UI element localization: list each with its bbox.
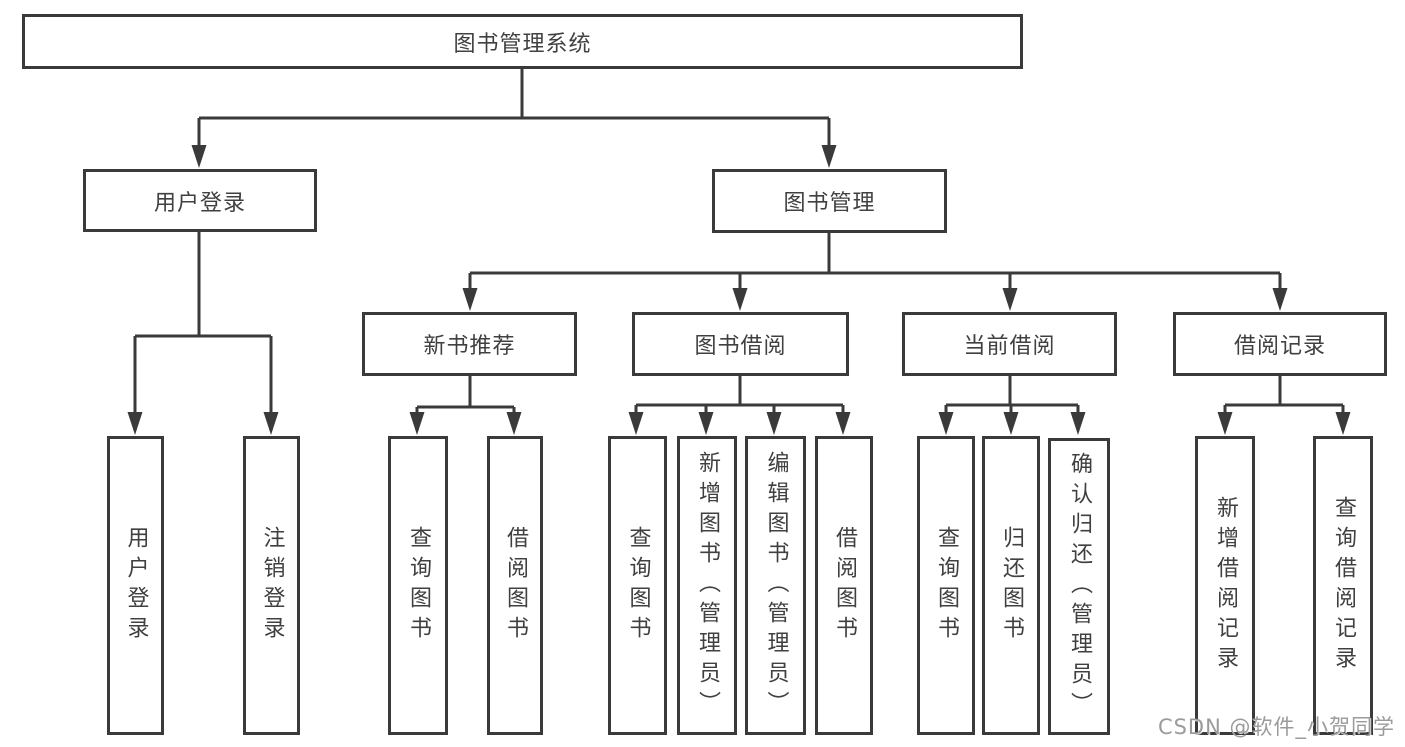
node-label: 借阅图书 xyxy=(503,525,528,646)
node-label: 查询图书 xyxy=(625,525,651,646)
node-book-borrowing: 图书借阅 xyxy=(632,312,849,376)
node-label: 借阅记录 xyxy=(1233,334,1326,359)
node-label: 新增借阅记录 xyxy=(1213,495,1238,676)
node-label: 图书管理 xyxy=(783,191,876,216)
node-book-management: 图书管理 xyxy=(712,169,947,233)
node-label: 借阅图书 xyxy=(832,525,857,646)
node-leaf-query-borrow-record: 查询借阅记录 xyxy=(1313,436,1373,735)
node-leaf-borrow-books: 借阅图书 xyxy=(487,436,543,735)
node-borrowing-records: 借阅记录 xyxy=(1173,312,1387,376)
node-new-book-recommend: 新书推荐 xyxy=(362,312,577,376)
node-leaf-logout: 注销登录 xyxy=(243,436,300,735)
node-leaf-query-books: 查询图书 xyxy=(917,436,975,735)
node-label: 注销登录 xyxy=(259,525,285,646)
csdn-watermark: CSDN @软件_小贺同学 xyxy=(1157,715,1395,739)
node-label: 图书借阅 xyxy=(694,334,787,359)
node-leaf-return-books: 归还图书 xyxy=(982,436,1040,735)
node-leaf-query-books: 查询图书 xyxy=(388,436,448,735)
node-current-borrowing: 当前借阅 xyxy=(902,312,1117,376)
node-label: 查询图书 xyxy=(934,525,959,646)
node-leaf-confirm-return-admin: 确认归还（管理员） xyxy=(1048,438,1110,735)
node-label: 图书管理系统 xyxy=(453,31,592,57)
node-label: 用户登录 xyxy=(123,525,149,646)
node-leaf-add-borrow-record: 新增借阅记录 xyxy=(1195,436,1255,735)
arrowheads xyxy=(127,145,1351,435)
node-label: 归还图书 xyxy=(999,525,1024,646)
node-label: 查询图书 xyxy=(406,525,431,646)
node-label: 当前借阅 xyxy=(963,334,1056,359)
node-user-login: 用户登录 xyxy=(83,169,317,232)
node-library-management-system: 图书管理系统 xyxy=(22,14,1023,69)
node-leaf-add-books-admin: 新增图书（管理员） xyxy=(677,436,737,735)
node-leaf-query-books: 查询图书 xyxy=(608,436,667,735)
node-label: 新增图书（管理员） xyxy=(695,450,720,721)
node-label: 确认归还（管理员） xyxy=(1067,451,1092,722)
node-label: 新书推荐 xyxy=(423,334,516,359)
node-label: 查询借阅记录 xyxy=(1331,495,1356,676)
node-leaf-user-login: 用户登录 xyxy=(107,436,164,735)
node-leaf-edit-books-admin: 编辑图书（管理员） xyxy=(745,436,806,735)
node-label: 编辑图书（管理员） xyxy=(763,450,789,721)
node-label: 用户登录 xyxy=(153,190,246,216)
node-leaf-borrow-books: 借阅图书 xyxy=(815,436,873,735)
